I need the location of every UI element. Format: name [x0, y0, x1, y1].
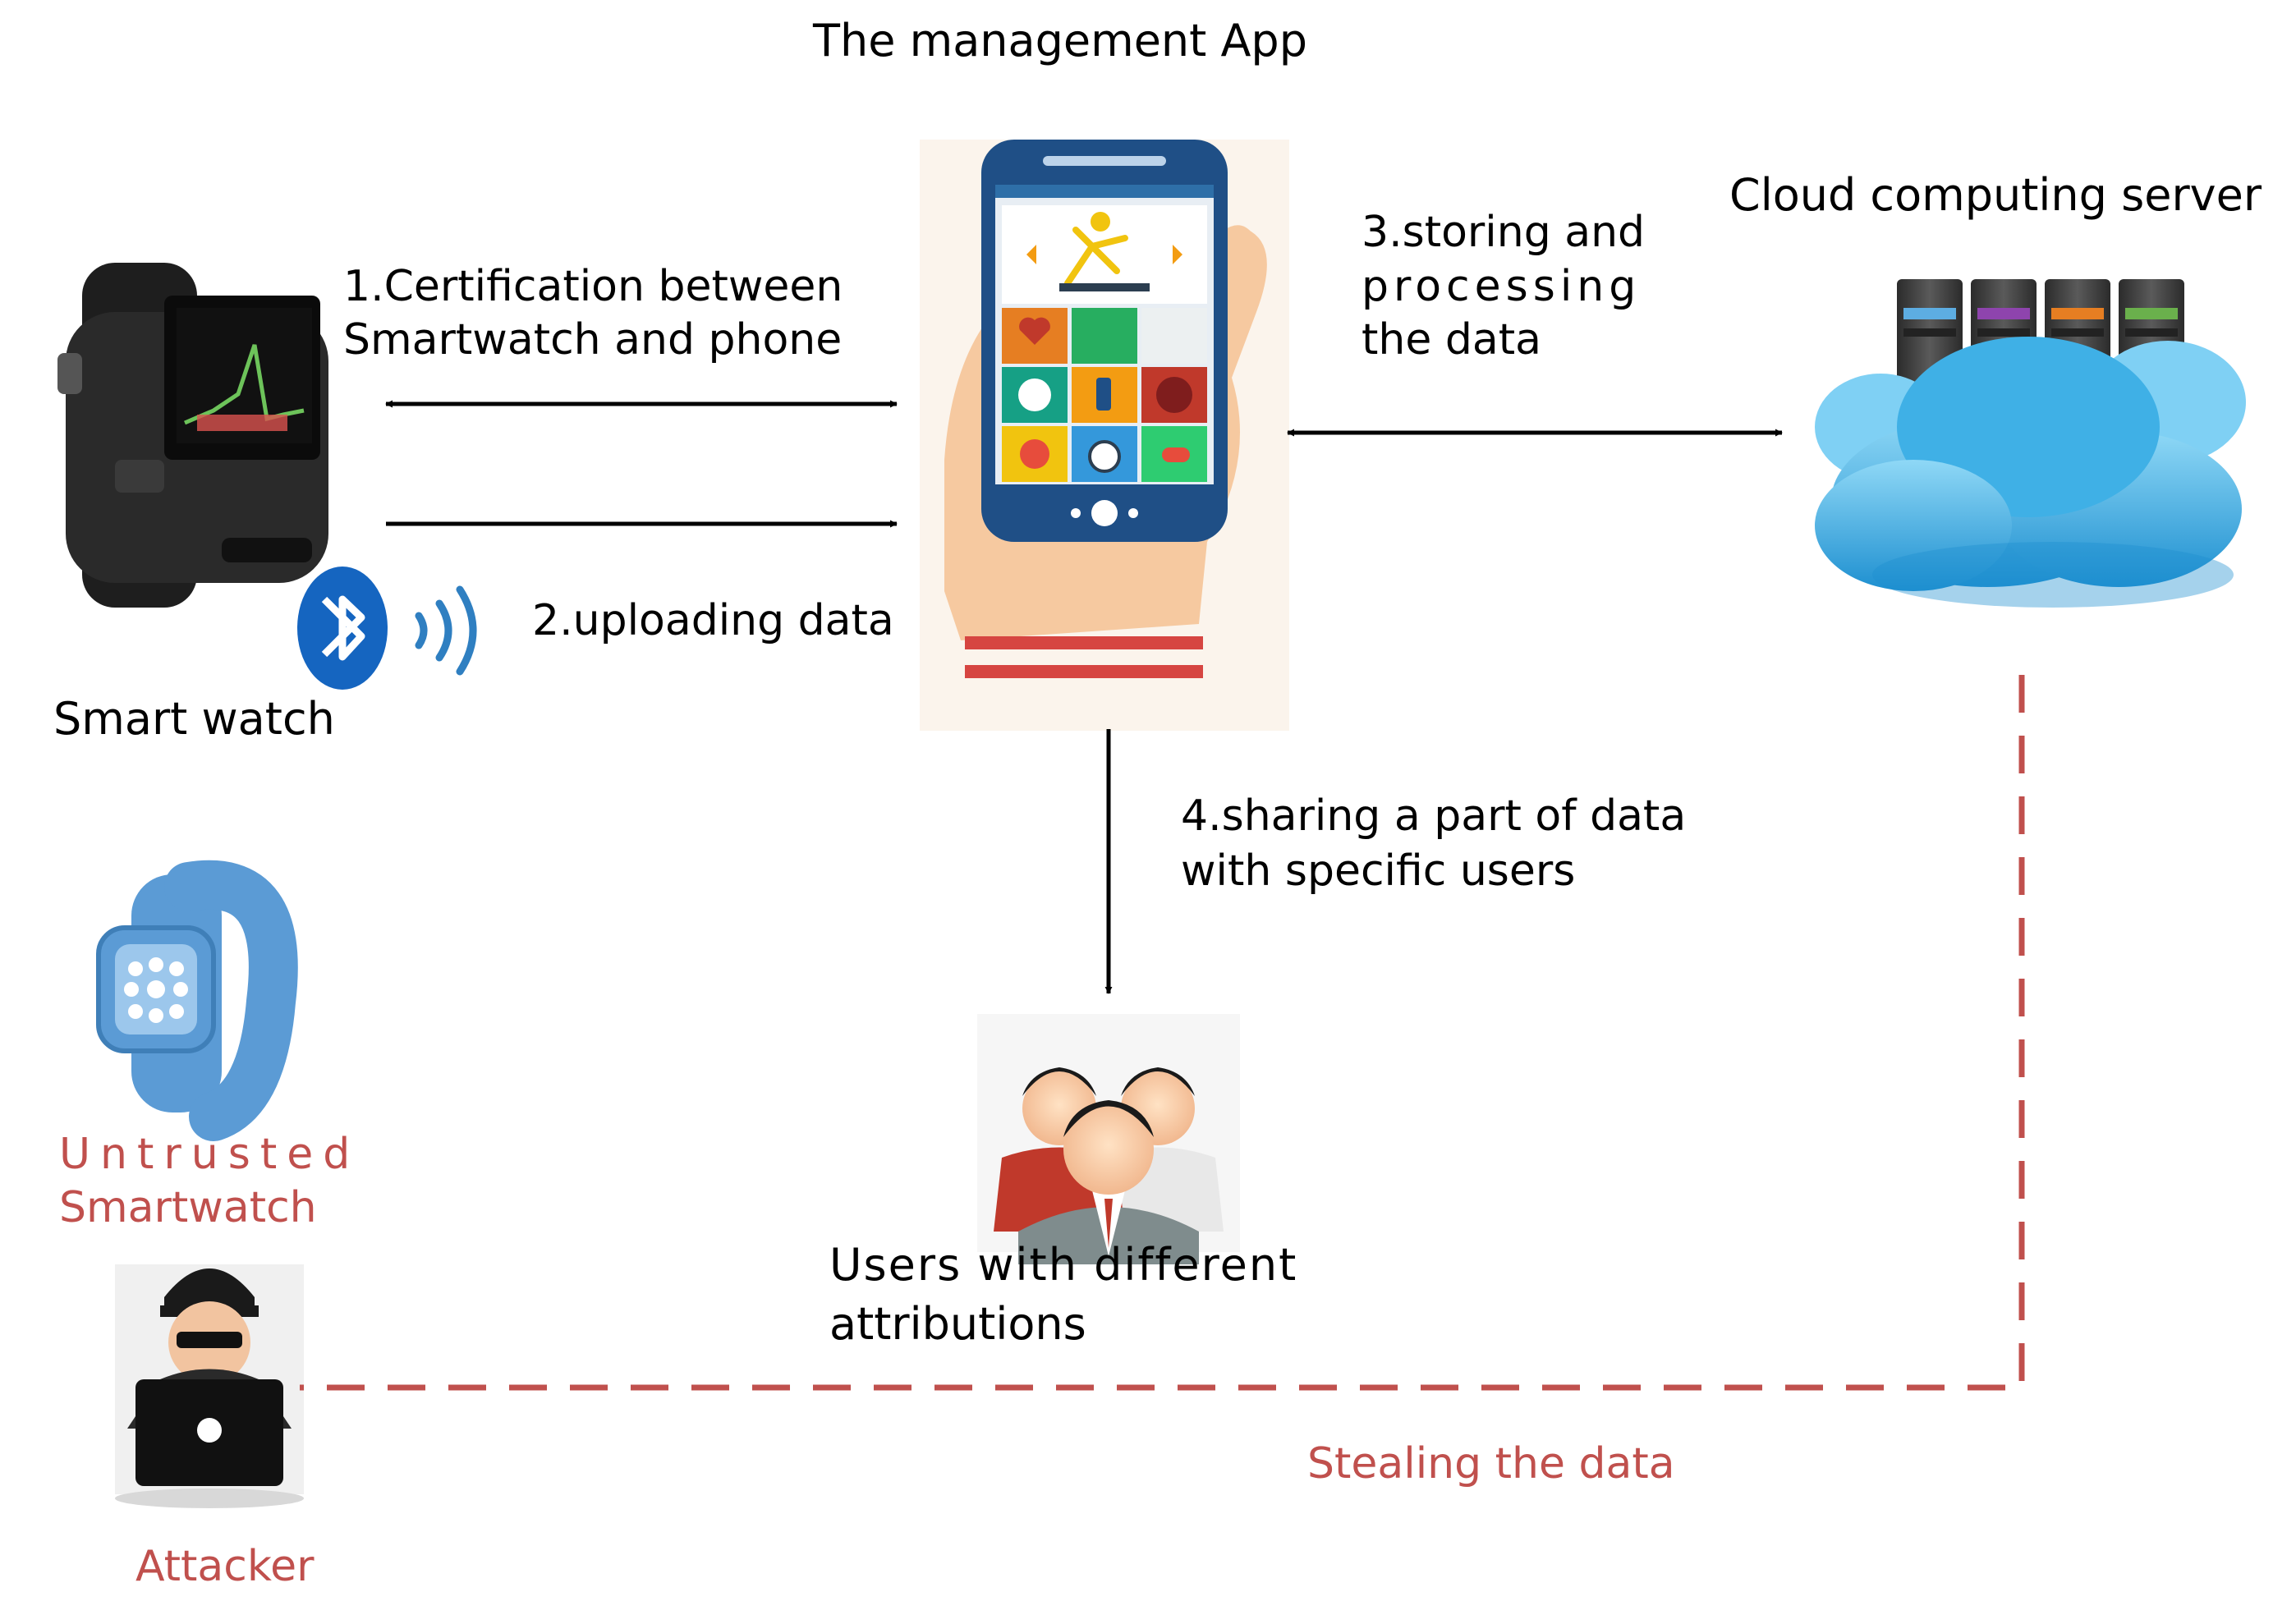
cloud-server-icon	[1815, 279, 2246, 608]
attacker-icon	[115, 1264, 304, 1508]
app-title: The management App	[813, 15, 1307, 67]
attacker-label: Attacker	[135, 1542, 315, 1591]
users-label-line1: Users with different	[829, 1239, 1298, 1291]
step2-label: 2.uploading data	[532, 596, 894, 645]
step3-label-line1: 3.storing and	[1362, 208, 1646, 257]
signal-waves-icon	[415, 585, 477, 676]
untrusted-label-line1: Untrusted	[59, 1130, 360, 1179]
step4-label-line1: 4.sharing a part of data	[1181, 791, 1687, 841]
step3-label-line3: the data	[1362, 315, 1541, 365]
users-label-line2: attributions	[829, 1298, 1086, 1350]
threat-path	[300, 675, 2025, 1391]
untrusted-label-line2: Smartwatch	[59, 1183, 317, 1232]
bluetooth-icon	[297, 567, 388, 690]
step1-label-line2: Smartwatch and phone	[343, 315, 843, 365]
cloud-title: Cloud computing server	[1729, 169, 2262, 221]
step1-label-line1: 1.Certification between	[343, 262, 843, 311]
phone-app-icon	[920, 140, 1289, 731]
untrusted-smartwatch-icon	[96, 860, 298, 1141]
smartwatch-icon	[57, 263, 328, 608]
smartwatch-label: Smart watch	[53, 693, 335, 745]
step4-label-line2: with specific users	[1181, 846, 1576, 896]
threat-label: Stealing the data	[1307, 1439, 1675, 1489]
step3-label-line2: processing	[1362, 262, 1642, 311]
users-group-icon	[977, 1014, 1240, 1264]
